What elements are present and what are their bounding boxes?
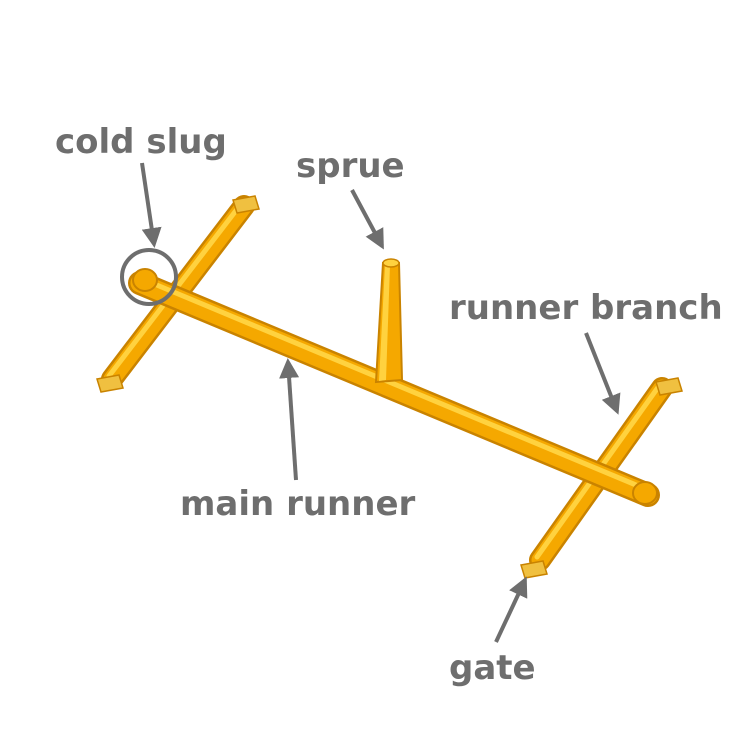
main-runner-arrow xyxy=(279,358,300,481)
gate-arrow xyxy=(494,576,528,643)
label-main-runner: main runner xyxy=(180,484,416,524)
sprue xyxy=(374,258,404,384)
runner-branch-arrow xyxy=(584,332,621,415)
sprue-arrow xyxy=(350,189,384,250)
gate-bottom-left xyxy=(96,374,124,393)
label-cold-slug: cold slug xyxy=(55,122,227,162)
label-gate: gate xyxy=(449,648,536,688)
cold-slug-right xyxy=(632,481,658,505)
cold-slug-circle xyxy=(120,248,178,306)
gate-top-right xyxy=(655,377,683,396)
main-runner xyxy=(128,271,660,507)
cold-slug-left xyxy=(132,268,158,292)
label-sprue: sprue xyxy=(296,146,405,186)
cold-slug-arrow xyxy=(140,162,162,248)
gate-bottom-right xyxy=(520,560,548,579)
gate-top-left xyxy=(232,195,260,214)
label-runner-branch: runner branch xyxy=(449,288,723,328)
